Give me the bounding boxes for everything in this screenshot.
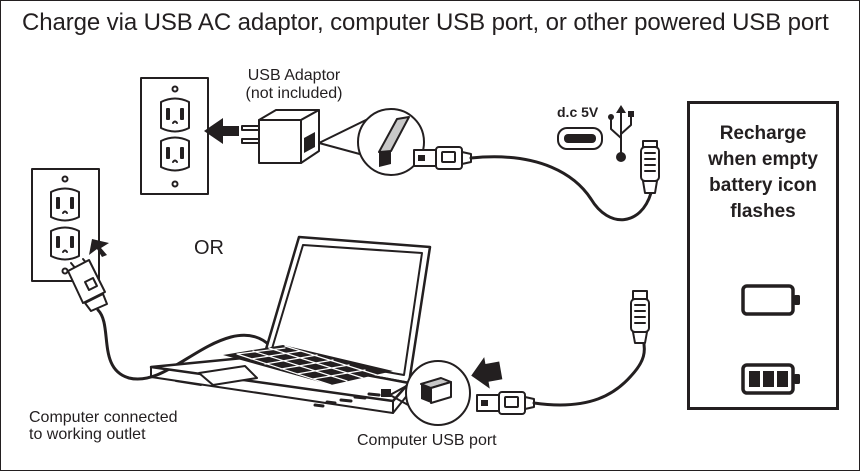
computer-connected-line2: to working outlet <box>29 426 146 443</box>
computer-connected-line1: Computer connected <box>29 409 178 426</box>
arrow-to-left-outlet-icon <box>89 239 109 257</box>
usb-adaptor-label: USB Adaptor (not included) <box>229 67 359 103</box>
or-label: OR <box>194 237 224 259</box>
arrow-to-computer-port-icon <box>471 357 503 389</box>
arrow-to-outlet-icon <box>204 118 239 144</box>
usb-adaptor-label-line1: USB Adaptor <box>247 67 341 84</box>
recharge-line-1: Recharge <box>719 123 807 144</box>
usb-cable-bottom <box>532 337 646 407</box>
dc-voltage-label: d.c 5V <box>557 104 599 120</box>
recharge-line-3: battery icon <box>709 175 817 196</box>
computer-connected-label: Computer connected to working outlet <box>29 409 178 443</box>
recharge-line-4: flashes <box>730 201 796 222</box>
recharge-instructions: Recharge when empty battery icon flashes <box>690 121 836 225</box>
usb-plug-top-icon <box>413 146 472 170</box>
diagram-title: Charge via USB AC adaptor, computer USB … <box>22 9 829 36</box>
adaptor-port-magnifier <box>318 108 425 176</box>
wall-outlet-top-icon <box>140 77 209 195</box>
computer-usb-port-label: Computer USB port <box>357 432 497 449</box>
recharge-line-2: when empty <box>708 149 818 170</box>
usb-plug-bottom-icon <box>476 391 535 415</box>
micro-usb-plug-bottom-icon <box>630 290 650 344</box>
full-battery-icon <box>741 363 800 395</box>
plug-icon <box>67 258 108 312</box>
usb-cable-top <box>469 155 653 222</box>
power-cable <box>96 308 271 381</box>
laptop-icon <box>149 235 432 414</box>
computer-port-magnifier <box>389 360 471 426</box>
micro-usb-port-icon <box>557 127 603 150</box>
micro-usb-plug-top-icon <box>640 140 660 194</box>
usb-symbol-icon <box>608 105 634 162</box>
usb-adaptor-icon <box>241 109 320 164</box>
usb-adaptor-label-line2: (not included) <box>245 85 343 102</box>
empty-battery-icon <box>741 284 800 316</box>
recharge-panel: Recharge when empty battery icon flashes <box>687 101 839 410</box>
